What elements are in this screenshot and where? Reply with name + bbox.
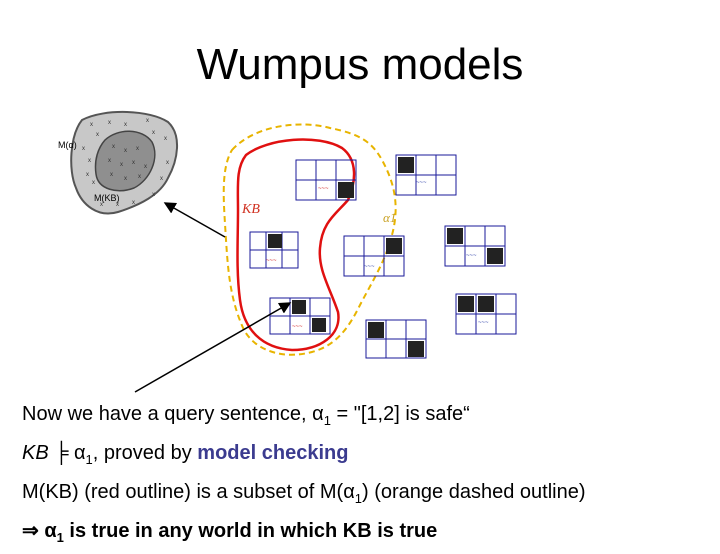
inset-kb-region: [94, 130, 156, 192]
svg-text:x: x: [108, 120, 111, 126]
svg-text:x: x: [132, 160, 135, 166]
svg-text:x: x: [152, 192, 155, 198]
svg-text:x: x: [90, 122, 93, 128]
svg-text:x: x: [124, 122, 127, 128]
svg-text:x: x: [124, 148, 127, 154]
alpha1-dashed-outline: [222, 123, 397, 356]
svg-text:x: x: [166, 160, 169, 166]
svg-text:x: x: [124, 176, 127, 182]
kb-label: KB: [241, 202, 260, 217]
bullet-line-4: ⇒ α1 is true in any world in which KB is…: [22, 515, 586, 554]
svg-text:x: x: [160, 176, 163, 182]
model-grids: ~~~ ~~~ ~~~ ~~~: [249, 154, 517, 359]
bullet-line-1: Now we have a query sentence, α1 = "[1,2…: [22, 398, 586, 437]
bullet-list: Now we have a query sentence, α1 = "[1,2…: [22, 398, 586, 554]
svg-text:x: x: [132, 200, 135, 206]
svg-text:x: x: [144, 164, 147, 170]
model-grid-outside-3: ~~~: [455, 293, 517, 335]
slide-title: Wumpus models: [196, 40, 524, 89]
svg-text:x: x: [96, 132, 99, 138]
svg-text:x: x: [146, 118, 149, 124]
kb-red-outline: [236, 138, 356, 352]
bullet-line-3: M(KB) (red outline) is a subset of M(α1)…: [22, 476, 586, 515]
svg-text:x: x: [138, 174, 141, 180]
svg-text:x: x: [108, 158, 111, 164]
line4-subscript: 1: [56, 530, 64, 545]
line1-subscript: 1: [323, 413, 331, 428]
svg-text:~~~: ~~~: [292, 324, 303, 330]
svg-text:x: x: [82, 146, 85, 152]
svg-text:~~~: ~~~: [318, 186, 329, 192]
svg-text:x: x: [92, 180, 95, 186]
svg-text:x: x: [136, 146, 139, 152]
svg-text:x: x: [120, 162, 123, 168]
svg-text:~~~: ~~~: [478, 320, 489, 326]
model-grid-kb-1: ~~~: [295, 159, 357, 201]
line1-prefix: Now we have a query sentence, α: [22, 403, 324, 425]
model-grid-outside-2: ~~~: [444, 225, 506, 267]
svg-text:~~~: ~~~: [466, 253, 477, 259]
arrow-to-kb-model: [134, 302, 292, 393]
line2-model-checking: model checking: [197, 442, 349, 464]
line3-b: ) (orange dashed outline): [362, 481, 586, 503]
svg-text:x: x: [86, 172, 89, 178]
model-grid-alpha-1: ~~~: [343, 235, 405, 277]
line2-mid: , proved by: [92, 442, 198, 464]
line2-subscript: 1: [85, 452, 93, 467]
alpha1-label: α1: [383, 210, 396, 225]
svg-text:x: x: [112, 144, 115, 150]
arrow-to-inset: [163, 202, 226, 238]
line1-suffix: = "[1,2] is safe“: [330, 403, 470, 425]
svg-text:~~~: ~~~: [266, 258, 277, 264]
line2-entails: ╞ α: [48, 442, 86, 464]
line2-kb: KB: [22, 442, 49, 464]
svg-text:x: x: [110, 172, 113, 178]
svg-text:x: x: [100, 202, 103, 208]
inset-label-m-alpha: M(α): [58, 140, 77, 150]
implies-icon: ⇒: [22, 520, 45, 542]
line4-b: is true in any world in which KB is true: [63, 520, 438, 542]
svg-text:~~~: ~~~: [416, 180, 427, 186]
model-grid-kb-2: ~~~: [249, 231, 299, 269]
svg-text:x: x: [152, 130, 155, 136]
model-grid-kb-3: ~~~: [269, 297, 331, 335]
inset-label-m-kb: M(KB): [94, 193, 120, 203]
svg-text:x: x: [116, 202, 119, 208]
model-grid-alpha-2: [365, 319, 427, 359]
line4-a: α: [44, 520, 57, 542]
svg-text:x: x: [88, 158, 91, 164]
svg-text:~~~: ~~~: [364, 264, 375, 270]
bullet-line-2: KB ╞ α1, proved by model checking: [22, 437, 586, 476]
line3-a: M(KB) (red outline) is a subset of M(α: [22, 481, 355, 503]
line3-subscript: 1: [354, 491, 363, 506]
model-grid-outside-1: ~~~: [395, 154, 457, 196]
svg-text:x: x: [164, 136, 167, 142]
